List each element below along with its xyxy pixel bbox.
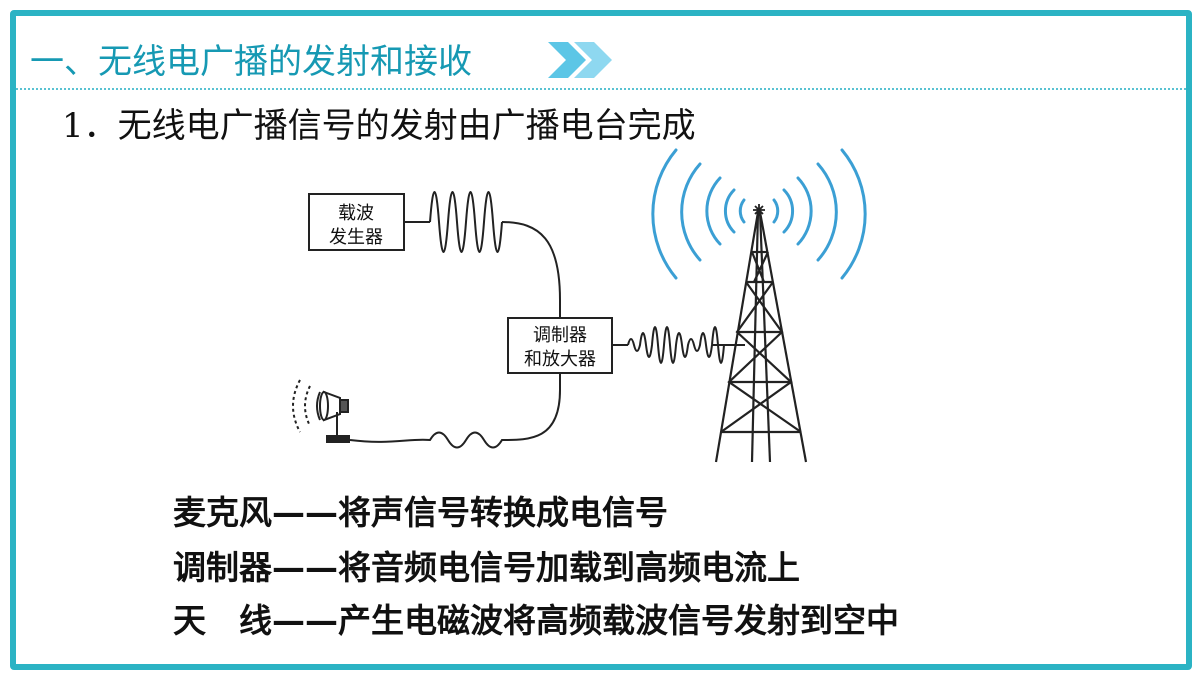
carrier-wave-coil	[404, 191, 561, 320]
title-divider	[16, 88, 1186, 90]
modulator-box-line2: 和放大器	[524, 349, 596, 370]
term-modulator: 调制器	[173, 548, 272, 587]
description-text: 将音频电信号加载到高频电流上	[338, 548, 800, 587]
carrier-box-line1: 载波	[338, 203, 374, 224]
carrier-box-line2: 发生器	[329, 227, 383, 248]
dash: ——	[272, 601, 338, 640]
description-antenna: 天 线——产生电磁波将高频载波信号发射到空中	[173, 594, 899, 642]
signal-waves-icon	[651, 148, 867, 280]
term-microphone: 麦克风	[173, 493, 272, 532]
dash: ——	[272, 548, 338, 587]
description-text: 将声信号转换成电信号	[338, 493, 668, 532]
broadcast-diagram: 载波 发生器 调制器 和放大器	[292, 148, 867, 463]
modulator-box-line1: 调制器	[533, 325, 587, 346]
dash: ——	[272, 493, 338, 532]
description-microphone: 麦克风——将声信号转换成电信号	[173, 486, 668, 534]
slide-frame	[10, 10, 1192, 670]
term-antenna: 天 线	[173, 601, 272, 640]
description-modulator: 调制器——将音频电信号加载到高频电流上	[173, 541, 800, 589]
section-title: 一、无线电广播的发射和接收	[30, 42, 472, 82]
slide-subtitle: 1．无线电广播信号的发射由广播电台完成	[62, 106, 696, 146]
modulated-wave	[612, 326, 745, 364]
microphone-cable	[349, 373, 561, 449]
description-text: 产生电磁波将高频载波信号发射到空中	[338, 601, 899, 640]
double-chevron-icon	[548, 42, 612, 78]
radio-tower-icon	[714, 204, 808, 463]
microphone-icon	[292, 379, 350, 443]
